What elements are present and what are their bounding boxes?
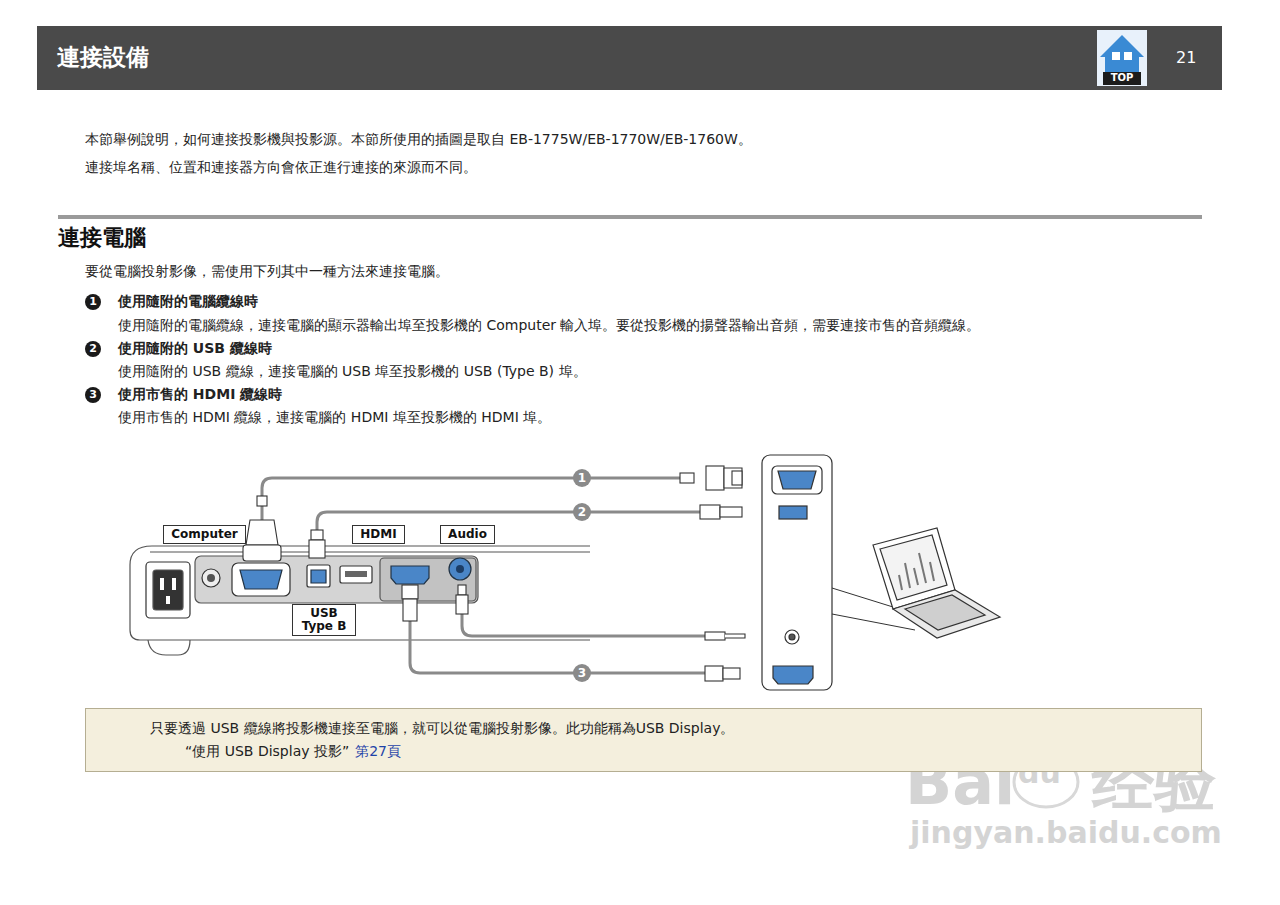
- port-label: Computer: [171, 528, 237, 541]
- page-title: 連接設備: [57, 44, 149, 72]
- callout-number: 2: [573, 503, 591, 521]
- list-body: 使用市售的 HDMI 纜線，連接電腦的 HDMI 埠至投影機的 HDMI 埠。: [118, 409, 551, 426]
- list-body: 使用隨附的電腦纜線，連接電腦的顯示器輸出埠至投影機的 Computer 輸入埠。…: [118, 317, 981, 334]
- projector: [130, 546, 590, 655]
- cables: [262, 478, 705, 673]
- port-label-box: Computer: [163, 525, 246, 544]
- list-body: 使用隨附的 USB 纜線，連接電腦的 USB 埠至投影機的 USB (Type …: [118, 363, 587, 380]
- list-heading: 使用市售的 HDMI 纜線時: [118, 386, 282, 403]
- laptop: [873, 528, 1000, 638]
- port-label-box: USB Type B: [292, 604, 356, 636]
- section-rule: [58, 215, 1202, 219]
- port-label: Audio: [448, 528, 487, 541]
- body-text: 本節舉例說明，如何連接投影機與投影源。本節所使用的插圖是取自 EB-1775W/…: [85, 131, 752, 148]
- section-heading: 連接電腦: [58, 225, 146, 251]
- list-heading: 使用隨附的 USB 纜線時: [118, 340, 272, 357]
- watermark: jingyan.baidu.com: [910, 818, 1222, 848]
- top-icon-label: TOP: [1103, 72, 1141, 84]
- port-label: USB Type B: [300, 607, 348, 633]
- body-text: 要從電腦投射影像，需使用下列其中一種方法來連接電腦。: [85, 263, 449, 280]
- note-link: 第27頁: [355, 743, 401, 760]
- header-bar: [37, 26, 1222, 90]
- note-text: 只要透過 USB 纜線將投影機連接至電腦，就可以從電腦投射影像。此功能稱為USB…: [150, 720, 734, 737]
- callout-number: 1: [573, 469, 591, 487]
- laptop-port-panel: [762, 455, 832, 690]
- cable-plugs: [243, 466, 745, 681]
- port-label: HDMI: [360, 528, 396, 541]
- top-icon: [1097, 30, 1147, 86]
- page-number: 21: [1176, 48, 1196, 67]
- note-text: “使用 USB Display 投影”: [185, 743, 349, 760]
- body-text: 連接埠名稱、位置和連接器方向會依正進行連接的來源而不同。: [85, 159, 477, 176]
- list-heading: 使用隨附的電腦纜線時: [118, 293, 258, 310]
- note-box: 只要透過 USB 纜線將投影機連接至電腦，就可以從電腦投射影像。此功能稱為USB…: [85, 708, 1202, 772]
- callout-number: 3: [573, 664, 591, 682]
- list-number: 3: [85, 387, 101, 403]
- list-number: 2: [85, 341, 101, 357]
- port-label-box: Audio: [440, 525, 495, 544]
- list-number: 1: [85, 294, 101, 310]
- port-label-box: HDMI: [352, 525, 405, 544]
